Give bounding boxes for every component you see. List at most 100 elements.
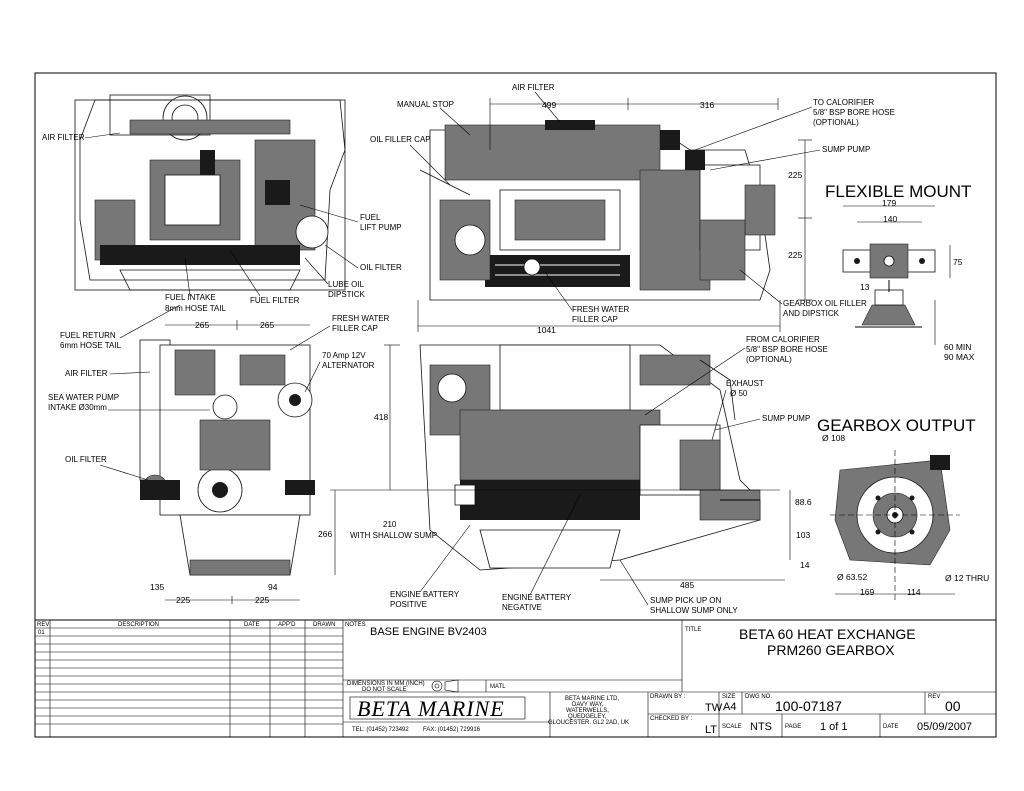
beta-marine-logo: BETA MARINE xyxy=(357,696,505,721)
dim-1041: 1041 xyxy=(537,325,556,335)
dim-179: 179 xyxy=(882,198,896,208)
engine-side-view-bottom xyxy=(419,344,761,571)
label-fresh-water-filler-2: FILLER CAP xyxy=(572,315,618,324)
rev-label: REV xyxy=(928,694,940,700)
label-sump-pickup-2: SHALLOW SUMP ONLY xyxy=(650,606,738,615)
label-air-filter-top-left: AIR FILTER xyxy=(42,133,85,142)
label-gearbox-oil-filler-2: AND DIPSTICK xyxy=(783,309,840,318)
appd-col-header: APP'D xyxy=(278,622,296,628)
description-col-header: DESCRIPTION xyxy=(118,622,159,628)
drawn-col-header: DRAWN xyxy=(313,622,335,628)
label-exhaust: EXHAUST xyxy=(726,379,764,388)
title-block: REV 01 DESCRIPTION DATE APP'D DRAWN NOTE… xyxy=(35,619,996,737)
dim-225-lower: 225 xyxy=(788,250,802,260)
company-fax: FAX: (01452) 729916 xyxy=(423,727,481,733)
label-gearbox-oil-filler-1: GEARBOX OIL FILLER xyxy=(783,299,867,308)
date-col-header: DATE xyxy=(244,622,260,628)
sheet-border xyxy=(34,72,997,738)
dim-266: 266 xyxy=(318,529,332,539)
label-fresh-water-filler-1: FRESH WATER xyxy=(572,305,630,314)
dim-13: 13 xyxy=(860,282,870,292)
label-fresh-water-filler-left-2: FILLER CAP xyxy=(332,324,378,333)
dim-418: 418 xyxy=(374,412,388,422)
address-line-5: GLOUCESTER. GL2 2AD, UK xyxy=(548,720,629,726)
dim-14: 14 xyxy=(800,560,810,570)
drawn-by-value: TW xyxy=(705,702,723,714)
page-value: 1 of 1 xyxy=(820,721,848,733)
label-fuel-return-1: FUEL RETURN xyxy=(60,331,116,340)
label-fuel-lift-pump-2: LIFT PUMP xyxy=(360,223,402,232)
label-oil-filter-bottom-left: OIL FILTER xyxy=(65,455,107,464)
label-fresh-water-filler-left-1: FRESH WATER xyxy=(332,314,390,323)
label-oil-filter-top-left: OIL FILTER xyxy=(360,263,402,272)
rev-col-header: REV xyxy=(37,622,49,628)
dim-dia-108: Ø 108 xyxy=(822,433,845,443)
notes-value: BASE ENGINE BV2403 xyxy=(370,626,487,638)
third-angle-projection-icon xyxy=(431,679,459,693)
checked-by-value: LT xyxy=(705,724,717,736)
label-sump-pickup-1: SUMP PICK UP ON xyxy=(650,596,722,605)
dimensions-note-2: DO NOT SCALE xyxy=(362,687,407,693)
dim-169: 169 xyxy=(860,587,874,597)
address-line-4: QUEDGELEY, xyxy=(568,714,607,720)
checked-by-label: CHECKED BY : xyxy=(650,716,693,722)
dwg-no-label: DWG NO. xyxy=(745,694,772,700)
engine-front-view-bottom xyxy=(139,339,315,576)
rev-value: 00 xyxy=(945,698,961,714)
label-from-calorifier-1: FROM CALORIFIER xyxy=(746,335,820,344)
dim-265-right: 265 xyxy=(260,320,274,330)
label-manual-stop: MANUAL STOP xyxy=(397,100,454,109)
dim-114: 114 xyxy=(907,587,921,597)
rev-row-value: 01 xyxy=(38,630,45,636)
gearbox-output-detail: GEARBOX OUTPUT Ø 108 Ø 63.52 Ø 12 THRU 1… xyxy=(817,416,989,600)
label-fuel-intake-2: 8mm HOSE TAIL xyxy=(165,304,227,313)
size-value: A4 xyxy=(723,701,736,713)
dim-225-upper: 225 xyxy=(788,170,802,180)
address-line-1: BETA MARINE LTD, xyxy=(565,696,619,702)
label-lube-oil-dipstick-2: DIPSTICK xyxy=(328,290,366,299)
label-sump-pump-bottom: SUMP PUMP xyxy=(762,414,810,423)
label-sea-water-pump-2: INTAKE Ø30mm xyxy=(48,403,107,412)
dim-140: 140 xyxy=(883,214,897,224)
label-from-calorifier-2: 5/8" BSP BORE HOSE xyxy=(746,345,828,354)
label-fuel-filter-top-left: FUEL FILTER xyxy=(250,296,300,305)
matl-label: MATL xyxy=(490,684,506,690)
dim-103: 103 xyxy=(796,530,810,540)
label-battery-positive-1: ENGINE BATTERY xyxy=(390,590,460,599)
label-sump-pump-top: SUMP PUMP xyxy=(822,145,870,154)
label-lube-oil-dipstick-1: LUBE OIL xyxy=(328,280,365,289)
dim-dia-12-thru: Ø 12 THRU xyxy=(945,573,989,583)
dim-485: 485 xyxy=(680,580,694,590)
company-tel: TEL: (01452) 723492 xyxy=(352,727,409,733)
label-air-filter-bottom-left: AIR FILTER xyxy=(65,369,108,378)
scale-value: NTS xyxy=(750,721,772,733)
label-fuel-intake-1: FUEL INTAKE xyxy=(165,293,216,302)
label-alternator-1: 70 Amp 12V xyxy=(322,351,366,360)
label-battery-negative-1: ENGINE BATTERY xyxy=(502,593,572,602)
engine-side-view-top xyxy=(419,120,776,301)
dim-dia-63-52: Ø 63.52 xyxy=(837,572,868,582)
label-alternator-2: ALTERNATOR xyxy=(322,361,375,370)
dim-135: 135 xyxy=(150,582,164,592)
mount-height-max: 90 MAX xyxy=(944,352,975,362)
notes-label: NOTES xyxy=(345,622,366,628)
bottom-center-labels: FROM CALORIFIER 5/8" BSP BORE HOSE (OPTI… xyxy=(330,335,828,615)
label-to-calorifier-3: (OPTIONAL) xyxy=(813,118,859,127)
bottom-left-labels: FUEL RETURN 6mm HOSE TAIL FRESH WATER FI… xyxy=(48,304,390,605)
title-label: TITLE xyxy=(685,627,701,633)
label-oil-filler-cap-top: OIL FILLER CAP xyxy=(370,135,431,144)
label-from-calorifier-3: (OPTIONAL) xyxy=(746,355,792,364)
top-left-labels: AIR FILTER FUEL LIFT PUMP OIL FILTER LUB… xyxy=(42,132,402,313)
label-210: 210 xyxy=(383,520,397,529)
dim-75: 75 xyxy=(953,257,963,267)
dim-225-right: 225 xyxy=(255,595,269,605)
label-to-calorifier-2: 5/8" BSP BORE HOSE xyxy=(813,108,895,117)
drawing-title-line-1: BETA 60 HEAT EXCHANGE xyxy=(739,626,916,642)
drawing-title-line-2: PRM260 GEARBOX xyxy=(767,642,895,658)
label-with-shallow-sump: WITH SHALLOW SUMP xyxy=(350,531,437,540)
drawn-by-label: DRAWN BY : xyxy=(650,694,686,700)
label-fuel-return-2: 6mm HOSE TAIL xyxy=(60,341,122,350)
page-label: PAGE xyxy=(785,724,801,730)
size-label: SIZE xyxy=(722,694,735,700)
